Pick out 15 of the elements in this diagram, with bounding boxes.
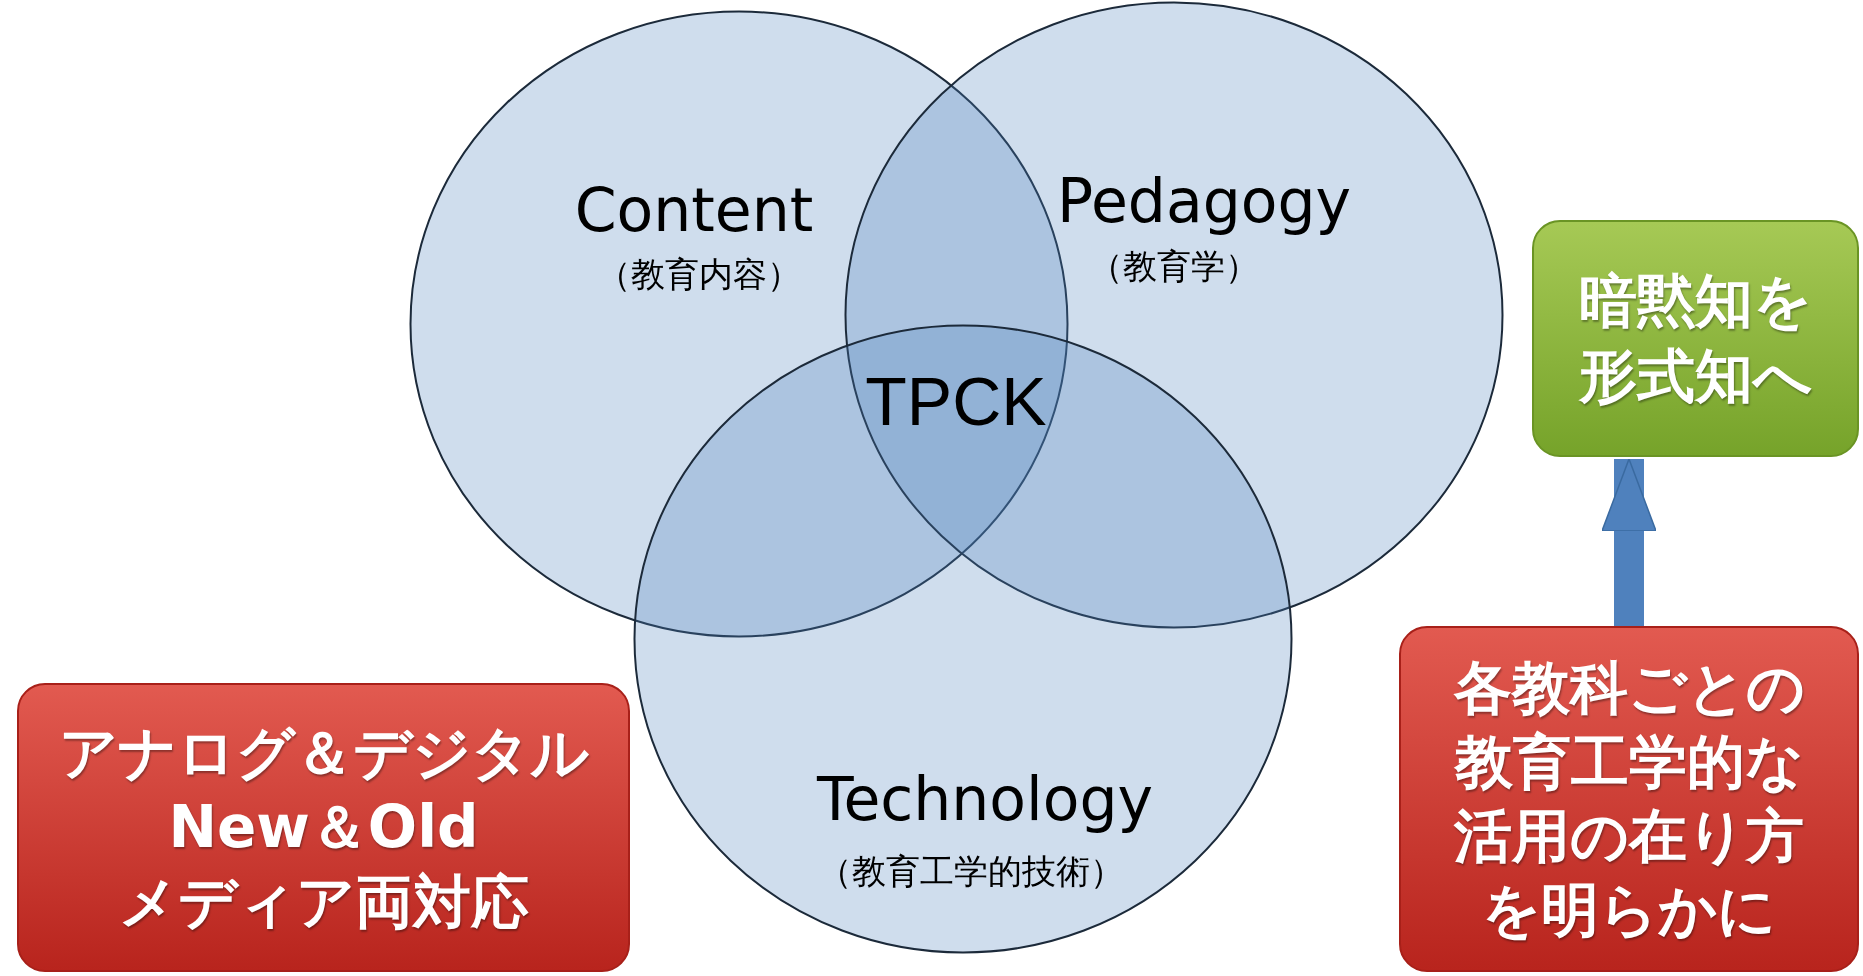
- callout-box: [1399, 626, 1859, 972]
- circle-subtitle: （教育工学的技術）: [818, 850, 1124, 893]
- circle-title: Technology: [816, 764, 1154, 834]
- box-text: 暗黙知を形式知へ: [1578, 266, 1813, 412]
- box-text: アナログ＆デジタル New＆Old メディア両対応: [57, 718, 590, 938]
- venn-circle: [633, 324, 1293, 954]
- block-arrow: [1601, 458, 1657, 626]
- callout-box: [1532, 220, 1859, 457]
- circle-title: Pedagogy: [1056, 166, 1352, 236]
- callout-box: [17, 683, 630, 972]
- circle-subtitle: （教育学）: [1089, 245, 1259, 288]
- circle-title: Content: [574, 175, 814, 245]
- center-label: TPCK: [865, 362, 1047, 440]
- box-text: 各教科ごとの教育工学的な活用の在り方を明らかに: [1452, 652, 1806, 947]
- circle-subtitle: （教育内容）: [597, 253, 801, 296]
